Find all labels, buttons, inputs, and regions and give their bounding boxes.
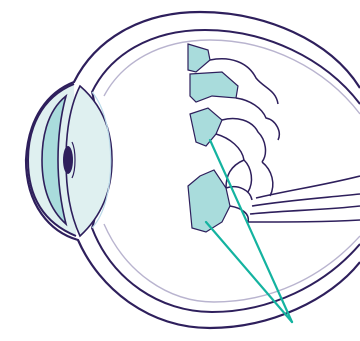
retina-flap-upper [190,72,238,102]
pointer-line-upper [210,140,292,322]
retina-flap-top [188,44,210,72]
detached-retina [188,44,238,232]
pointer-line-lower [206,222,292,322]
optic-nerve [248,176,360,222]
retina-flap-middle [190,108,222,146]
choroid-light-outline [104,40,360,302]
pupil [63,146,73,174]
retina-flap-lower [188,170,230,232]
